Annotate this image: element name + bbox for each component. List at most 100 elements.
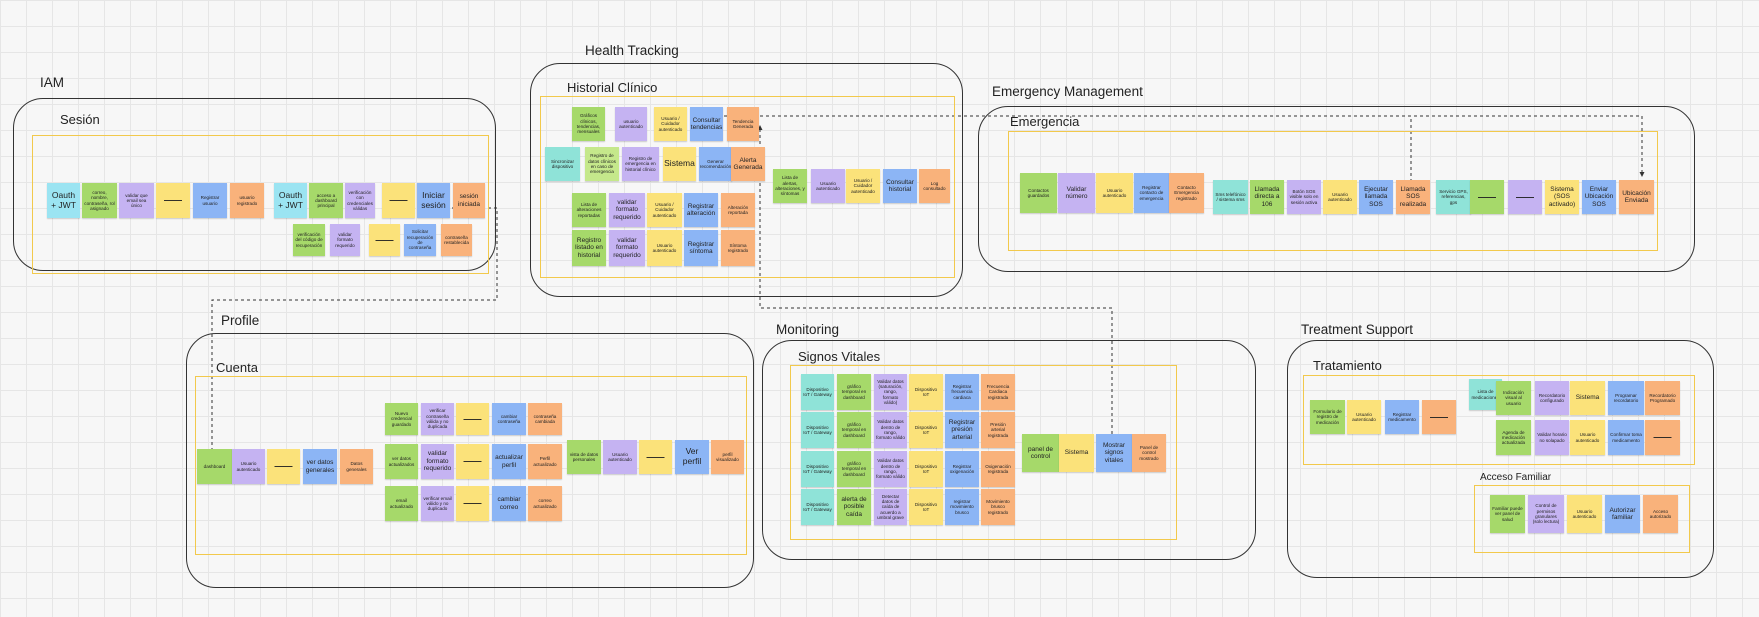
sticky-note[interactable]: Dispositivo IoT / Gateway <box>801 412 834 448</box>
sticky-note[interactable]: Botón SOS visible solo en sesión activa <box>1287 180 1321 214</box>
sticky-note[interactable]: usuario autenticado <box>615 107 647 141</box>
sticky-note[interactable]: Autorizar familiar <box>1605 495 1640 533</box>
sticky-note[interactable]: cambiar correo <box>492 486 526 521</box>
sticky-note[interactable]: Ubicación Enviada <box>1619 180 1654 214</box>
sticky-note[interactable]: Consultar historial <box>883 169 917 203</box>
sticky-note[interactable]: Validar horario no solapado <box>1535 420 1569 455</box>
sticky-note[interactable]: Oauth + JWT <box>274 183 307 218</box>
sticky-note[interactable]: Dispositivo IoT / Gateway <box>801 374 834 410</box>
sticky-note[interactable]: Mostrar signos vitales <box>1096 434 1132 472</box>
sticky-note[interactable]: Indicación visual al usuario <box>1496 381 1531 415</box>
sticky-note[interactable]: email actualizado <box>385 486 418 521</box>
sticky-note[interactable]: Registrar frecuencia cardiaca <box>945 374 979 410</box>
sticky-note[interactable]: Generar recomendación <box>699 147 732 181</box>
sticky-note[interactable]: Enviar Ubicación SOS <box>1582 180 1616 214</box>
sticky-note[interactable]: Usuario autenticado <box>1096 173 1133 213</box>
sticky-note[interactable]: Llamada directa a 106 <box>1250 180 1284 214</box>
sticky-note[interactable]: Lista de alertas, alteraciones, y síntom… <box>773 169 807 203</box>
sticky-note[interactable]: Contacto Emergencia registrado <box>1169 173 1204 213</box>
sticky-note[interactable]: verificación con credenciales válidas <box>345 183 375 218</box>
sticky-note[interactable]: Registrar alteración <box>684 193 718 227</box>
sticky-note[interactable]: Usuario autenticado <box>1323 180 1357 214</box>
sticky-note[interactable]: —— <box>369 224 400 256</box>
sticky-note[interactable]: —— <box>1470 180 1504 214</box>
sticky-note[interactable]: correo actualizado <box>528 486 562 521</box>
sticky-note[interactable]: Alerta Generada <box>731 147 765 181</box>
sticky-note[interactable]: gráfico temporal en dashboard <box>837 412 871 448</box>
sticky-note[interactable]: Ver perfil <box>675 440 709 474</box>
sticky-note[interactable]: Tendencia Generada <box>727 107 759 141</box>
sticky-note[interactable]: validar formato requerido <box>609 230 645 266</box>
sticky-note[interactable]: Frecuencia Cardiaca registrada <box>981 374 1015 410</box>
sticky-note[interactable]: ver datos actualizados <box>385 444 418 479</box>
sticky-note[interactable]: contraseña restablecida <box>441 224 472 256</box>
sticky-note[interactable]: Dispositivo IoT <box>909 374 943 410</box>
sticky-note[interactable]: cambiar contraseña <box>492 403 526 435</box>
sticky-note[interactable]: panel de control <box>1022 434 1059 472</box>
sticky-note[interactable]: Acceso autorizado <box>1643 495 1678 533</box>
sticky-note[interactable]: Dispositivo IoT / Gateway <box>801 489 834 525</box>
sticky-note[interactable]: —— <box>456 486 489 521</box>
sticky-note[interactable]: Validar datos (saturación, rango, format… <box>874 374 907 410</box>
sticky-note[interactable]: Validar datos dentro de rango, formato v… <box>874 412 907 448</box>
sticky-note[interactable]: Sincronizar dispositivo <box>545 147 580 181</box>
sticky-note[interactable]: Registrar medicamento <box>1385 400 1419 434</box>
sticky-note[interactable]: Usuario autenticado <box>1570 420 1605 455</box>
sticky-note[interactable]: Validar datos dentro de rango, formato v… <box>874 451 907 487</box>
sticky-note[interactable]: Alteración reportada <box>721 193 755 227</box>
sticky-note[interactable]: Validar número <box>1058 173 1095 213</box>
sticky-note[interactable]: Registro de emergencia en historial clín… <box>622 147 659 181</box>
sticky-note[interactable]: Detectar datos de caída de acuerdo a umb… <box>874 489 907 525</box>
sticky-note[interactable]: Oxigenación registrada <box>981 451 1015 487</box>
sticky-note[interactable]: Solicitar recuperación de contraseña <box>404 224 436 256</box>
sticky-note[interactable]: Usuario / Cuidador autenticado <box>846 169 880 203</box>
sticky-note[interactable]: verificar contraseña válida y no duplica… <box>421 403 454 435</box>
sticky-note[interactable]: Usuario / Cuidador autenticado <box>654 107 687 141</box>
sticky-note[interactable]: —— <box>1422 400 1456 434</box>
sticky-note[interactable]: —— <box>382 183 415 218</box>
sticky-note[interactable]: Log consultado <box>919 169 950 203</box>
sticky-note[interactable]: Dispositivo IoT <box>909 451 943 487</box>
sticky-note[interactable]: Usuario autenticado <box>232 449 265 484</box>
sticky-note[interactable]: dashboard <box>197 449 232 484</box>
sticky-note[interactable]: —— <box>267 449 300 484</box>
sticky-note[interactable]: Usuario autenticado <box>1347 400 1381 434</box>
sticky-note[interactable]: Usuario autenticado <box>603 440 637 474</box>
sticky-note[interactable]: Sistema (SOS activado) <box>1545 180 1579 214</box>
sticky-note[interactable]: Sistema <box>1059 434 1094 472</box>
sticky-note[interactable]: vista de datos personales <box>567 440 601 474</box>
sticky-note[interactable]: gráfico temporal en dashboard <box>837 451 871 487</box>
sticky-note[interactable]: Contactos guardados <box>1020 173 1057 213</box>
sticky-note[interactable]: Dispositivo IoT / Gateway <box>801 451 834 487</box>
sticky-note[interactable]: Síntoma registrado <box>721 230 755 266</box>
sticky-note[interactable]: validar formato requerido <box>609 193 645 227</box>
sticky-note[interactable]: verificar email válido y no duplicado <box>421 486 454 521</box>
sticky-note[interactable]: Recordatorio configurado <box>1535 381 1569 415</box>
sticky-note[interactable]: verificación del código de recuperación <box>293 224 325 256</box>
sticky-note[interactable]: Movimiento brusco registrado <box>981 489 1015 525</box>
sticky-note[interactable]: Recordatorio Programado <box>1645 381 1680 415</box>
sticky-note[interactable]: Dispositivo IoT <box>909 489 943 525</box>
sticky-note[interactable]: Familiar puede ver panel de salud <box>1490 495 1525 533</box>
sticky-note[interactable]: Usuario autenticado <box>1567 495 1602 533</box>
sticky-note[interactable]: usuario registrado <box>230 183 264 218</box>
sticky-note[interactable]: validar formato requerido <box>330 224 360 256</box>
sticky-note[interactable]: Usuario / Cuidador autenticado <box>647 193 682 227</box>
sticky-note[interactable]: Registrar usuario <box>193 183 227 218</box>
sticky-note[interactable]: Programar recordatorio <box>1608 381 1644 415</box>
sticky-note[interactable]: Sistema <box>663 147 696 181</box>
sticky-note[interactable]: ver datos generales <box>303 449 337 484</box>
sticky-note[interactable]: Sms telefónico / sistema sms <box>1213 180 1248 214</box>
sticky-note[interactable]: —— <box>1645 420 1680 455</box>
sticky-note[interactable]: acceso a dashboard principal <box>309 183 343 218</box>
sticky-note[interactable]: Oauth + JWT <box>47 183 80 218</box>
sticky-note[interactable]: Consultar tendencias <box>690 107 723 141</box>
sticky-note[interactable]: Registro de datos clínicos en caso de em… <box>585 147 619 181</box>
sticky-note[interactable]: Servicio GPS, referencias, gps <box>1436 180 1471 214</box>
sticky-note[interactable]: actualizar perfil <box>492 444 526 479</box>
sticky-note[interactable]: sesión iniciada <box>453 183 485 218</box>
sticky-note[interactable]: Formulario de registro de medicación <box>1310 400 1345 434</box>
sticky-note[interactable]: Registrar contacto de emergencia <box>1134 173 1169 213</box>
sticky-note[interactable]: gráfico temporal en dashboard <box>837 374 871 410</box>
sticky-note[interactable]: —— <box>1508 180 1542 214</box>
